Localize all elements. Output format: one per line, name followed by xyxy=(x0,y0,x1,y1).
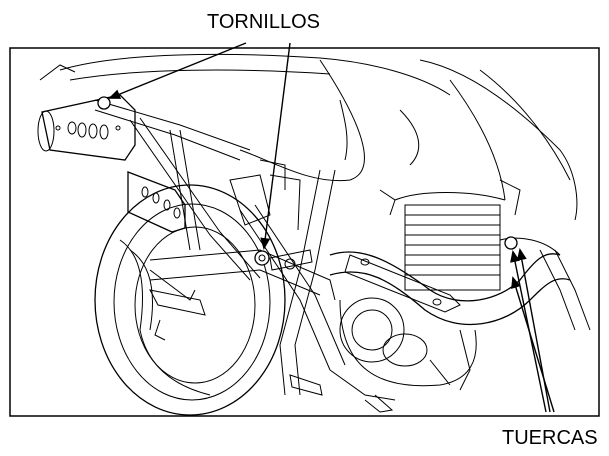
figure-frame xyxy=(9,47,600,417)
arrow-bolt-middle xyxy=(260,42,291,250)
leader-arrows xyxy=(108,42,555,413)
line-art xyxy=(37,53,591,416)
kickstand xyxy=(329,369,396,401)
fuel-tank-outline xyxy=(239,59,365,182)
muffler-plate xyxy=(127,171,186,233)
nut-exhaust xyxy=(504,236,518,250)
engine-cylinder xyxy=(394,192,506,291)
callout-label-nuts: TUERCAS xyxy=(502,427,598,449)
callout-label-screws: TORNILLOS xyxy=(207,11,320,33)
exhaust-pipe xyxy=(329,251,561,302)
arrow-nut-3 xyxy=(511,276,555,413)
arrow-bolt-upper xyxy=(108,42,247,99)
rear-subframe xyxy=(94,109,241,161)
arrow-nut-2 xyxy=(516,248,551,413)
center-bracket xyxy=(269,249,313,271)
footpeg xyxy=(289,374,323,396)
bolt-middle xyxy=(254,250,270,266)
exhaust-bracket xyxy=(344,254,461,313)
bolt-upper xyxy=(97,96,111,110)
rear-wheel-outer xyxy=(94,184,286,416)
seat-outline xyxy=(59,53,451,96)
muffler-end-cap xyxy=(37,110,55,152)
frame-tube xyxy=(279,169,321,396)
rear-wheel-inner xyxy=(113,203,271,401)
crankcase-cover xyxy=(339,297,405,363)
